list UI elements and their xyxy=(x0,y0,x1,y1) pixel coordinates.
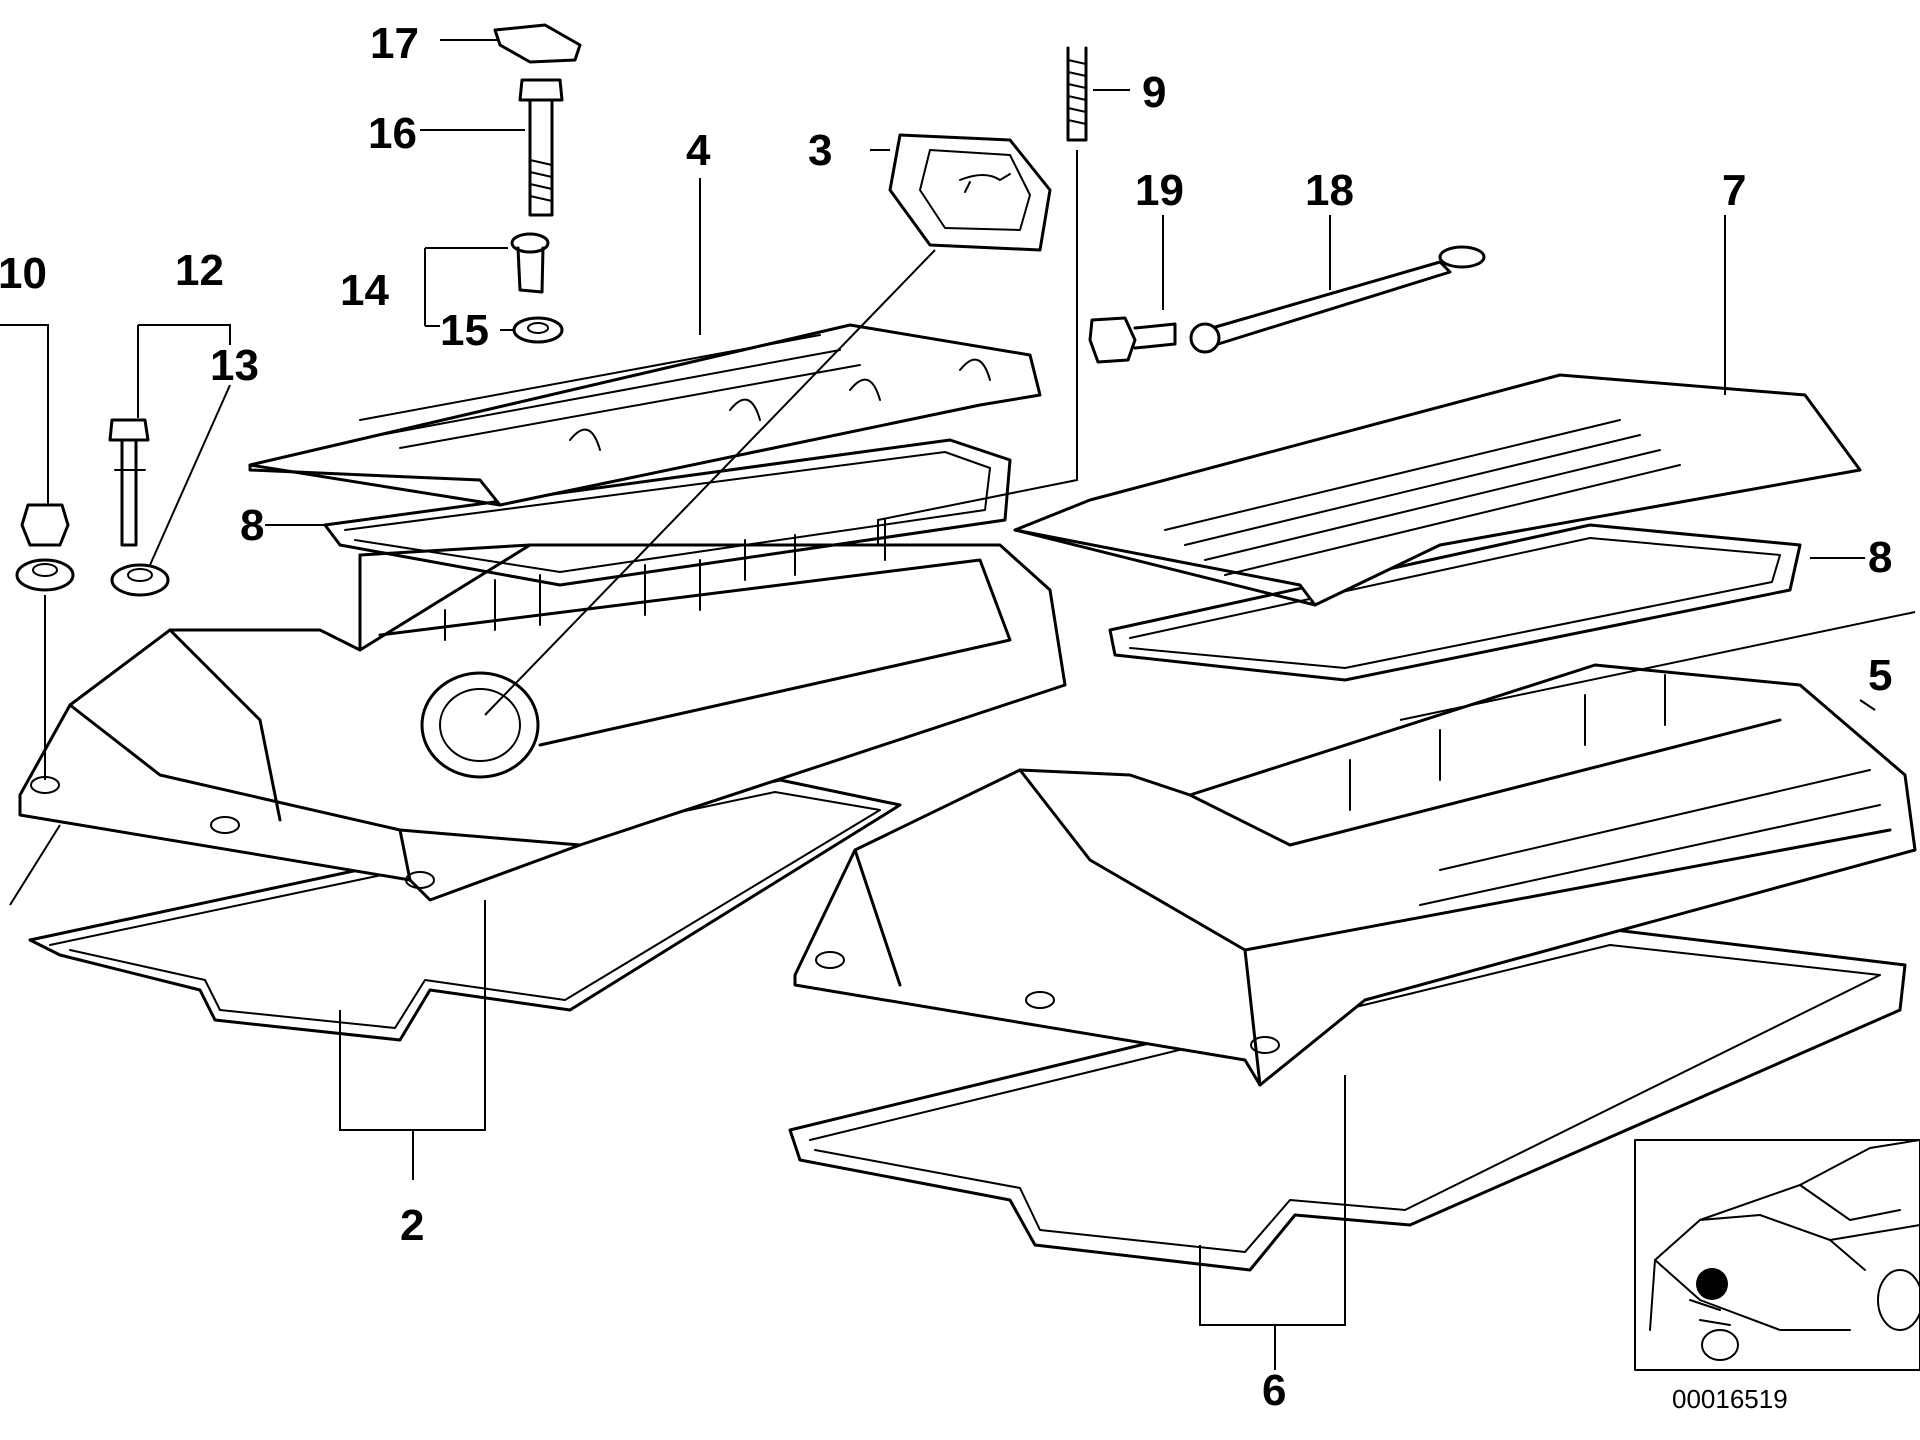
diagram-reference-number: 00016519 xyxy=(1672,1384,1788,1414)
callout-18: 18 xyxy=(1305,166,1354,215)
stud-9 xyxy=(1066,46,1088,142)
grommet-13 xyxy=(110,563,170,597)
nut-10 xyxy=(15,503,75,592)
callout-14: 14 xyxy=(340,266,389,315)
right-cover-studs xyxy=(1349,674,1666,811)
callout-13: 13 xyxy=(210,341,259,390)
callout-5: 5 xyxy=(1868,651,1892,700)
left-inner-gasket-8 xyxy=(323,438,1012,587)
callout-6: 6 xyxy=(1262,1366,1286,1415)
callout-2: 2 xyxy=(400,1201,424,1250)
callout-10: 10 xyxy=(0,249,47,298)
screw-19 xyxy=(1088,316,1177,364)
car-outline-icon xyxy=(1649,1139,1920,1361)
callout-17: 17 xyxy=(370,19,419,68)
clip-17 xyxy=(493,23,582,64)
right-gasket-6 xyxy=(788,928,1907,1272)
right-inner-gasket-8 xyxy=(1108,523,1802,682)
bolt-12 xyxy=(108,418,150,547)
ground-strap-18 xyxy=(1189,245,1486,354)
callout-3: 3 xyxy=(808,126,832,175)
left-valve-cover-5 xyxy=(18,519,1067,902)
callout-19: 19 xyxy=(1135,166,1184,215)
leader-lines xyxy=(0,39,1916,1370)
washer-15 xyxy=(512,316,564,344)
right-valve-cover-5 xyxy=(793,663,1917,1087)
sleeve-14 xyxy=(510,232,550,294)
callout-15: 15 xyxy=(440,306,489,355)
callout-8-left: 8 xyxy=(240,501,264,550)
location-marker-icon xyxy=(1696,1268,1728,1300)
left-top-cover-4 xyxy=(248,323,1042,507)
callout-7: 7 xyxy=(1722,166,1746,215)
callout-4: 4 xyxy=(686,126,711,175)
callout-16: 16 xyxy=(368,109,417,158)
oil-can-icon xyxy=(959,173,1011,193)
left-top-cover-slots xyxy=(569,358,991,451)
callout-labels: 17 16 14 15 10 12 13 4 3 9 19 18 7 8 8 5… xyxy=(0,19,1892,1415)
right-top-cover-7 xyxy=(1013,373,1862,607)
cap-screw-16 xyxy=(518,78,564,217)
callout-12: 12 xyxy=(175,246,224,295)
left-cover-studs xyxy=(444,519,886,641)
left-gasket-2 xyxy=(28,778,902,1042)
callout-8-right: 8 xyxy=(1868,533,1892,582)
vehicle-locator-inset xyxy=(1634,1139,1920,1371)
oil-filler-cap-3 xyxy=(888,133,1052,252)
right-cover-bolt-holes xyxy=(815,951,1280,1054)
callout-9: 9 xyxy=(1142,68,1166,117)
